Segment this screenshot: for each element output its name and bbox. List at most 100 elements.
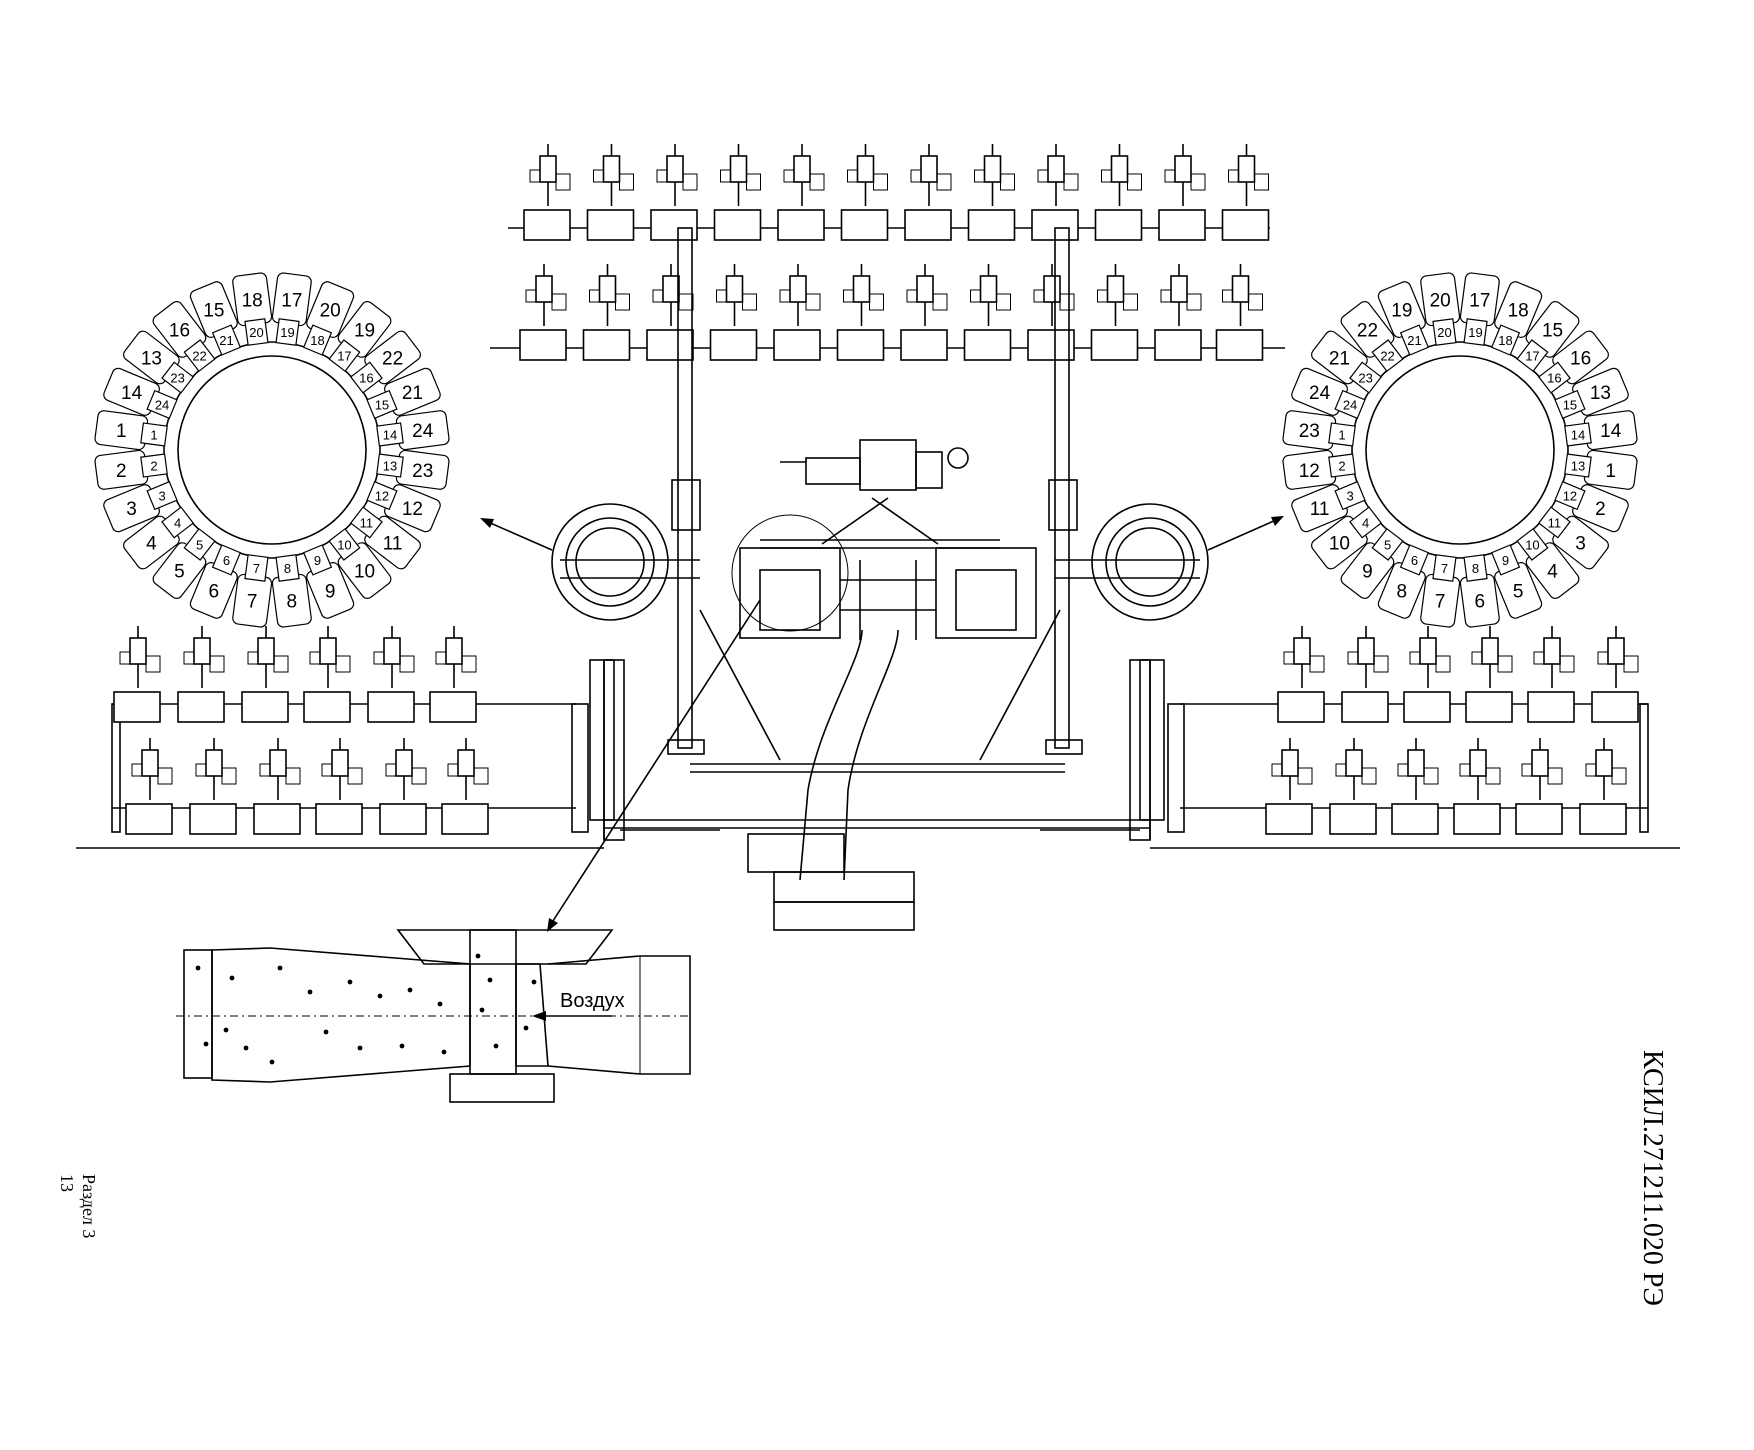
spindle-unit [1329,738,1377,835]
spindle-unit [967,144,1016,241]
ring-segment: 77 [232,554,273,628]
segment-outer-label: 4 [1547,562,1558,583]
segment-outer-label: 23 [1299,421,1320,442]
segment-inner-label: 23 [1358,371,1372,386]
segment-outer-label: 8 [1397,581,1408,602]
segment-outer-label: 20 [320,301,341,322]
spindle-unit [646,264,694,361]
segment-outer-label: 11 [383,534,403,555]
ring-segment: 33 [103,480,178,533]
segment-inner-label: 11 [360,515,374,530]
segment-inner-label: 19 [1468,325,1482,340]
spindle-unit [1579,738,1627,835]
segment-inner-label: 6 [223,553,230,568]
segment-inner-label: 17 [337,349,351,364]
segment-inner-label: 24 [1343,397,1357,412]
segment-outer-label: 12 [402,499,423,520]
ring-segment: 55 [152,527,216,599]
segment-inner-label: 10 [337,537,351,552]
spindle-unit [777,144,825,241]
segment-inner-label: 18 [1498,333,1512,348]
spindle-unit [1265,738,1313,835]
ring-segment: 86 [1377,544,1430,619]
spindle-unit [189,738,237,835]
segment-outer-label: 10 [1329,534,1350,555]
segment-outer-label: 18 [242,290,263,311]
segment-outer-label: 11 [1310,499,1330,520]
segment-inner-label: 6 [1411,553,1418,568]
segment-outer-label: 3 [126,499,137,520]
segment-inner-label: 17 [1525,349,1539,364]
spindle-unit [113,626,161,723]
segment-outer-label: 14 [1600,421,1622,442]
spindle-unit [1277,626,1325,723]
segment-inner-label: 2 [150,459,157,474]
ring-segment: 68 [1459,554,1500,628]
segment-inner-label: 10 [1525,537,1539,552]
spindle-unit [125,738,173,835]
segment-inner-label: 3 [158,489,165,504]
segment-inner-label: 7 [253,561,260,576]
segment-outer-label: 9 [1362,562,1373,583]
ring-segment: 113 [1564,449,1638,490]
central-drive-unit [731,439,1037,640]
segment-inner-label: 3 [1346,489,1353,504]
small-ring-left [551,503,669,621]
segment-inner-label: 5 [196,537,203,552]
spindle-unit [709,264,758,361]
segment-inner-label: 5 [1384,537,1391,552]
spindle-unit [773,264,821,361]
air-duct [747,629,915,931]
ring-segment: 12 12 [366,480,441,533]
spindle-unit [586,144,635,241]
spindle-unit [303,626,351,723]
segment-inner-label: 2 [1338,459,1345,474]
segment-inner-label: 12 [1563,489,1577,504]
spindle-unit [379,738,427,835]
segment-inner-label: 14 [383,427,397,442]
spindle-unit [836,264,885,361]
ring-segment: 24 14 [376,410,450,451]
ring-segment: 11 3 [1291,480,1366,533]
spindle-unit [1591,626,1639,723]
segment-inner-label: 4 [1362,515,1369,530]
segment-inner-label: 23 [170,371,184,386]
spindle-unit [523,144,571,241]
ring-segment: 99 [302,544,355,619]
segment-outer-label: 5 [1513,581,1524,602]
segment-inner-label: 12 [375,489,389,504]
spindle-unit [1154,264,1202,361]
segment-inner-label: 15 [1563,397,1577,412]
spindle-unit [1465,626,1513,723]
segment-inner-label: 16 [359,371,373,386]
segment-inner-label: 9 [314,553,321,568]
segment-outer-label: 24 [412,421,434,442]
spindle-unit [650,144,698,241]
ring-segment: 11 11 [349,506,421,570]
segment-outer-label: 3 [1575,534,1586,555]
segment-outer-label: 10 [354,562,375,583]
spindle-unit [1094,144,1143,241]
segment-inner-label: 21 [219,333,233,348]
spindle-unit [1403,626,1451,723]
ring-segment: 77 [1420,554,1461,628]
segment-outer-label: 18 [1508,301,1529,322]
small-ring-right [1091,503,1209,621]
segment-outer-label: 19 [354,320,375,341]
spindle-unit [177,626,225,723]
segment-inner-label: 19 [280,325,294,340]
